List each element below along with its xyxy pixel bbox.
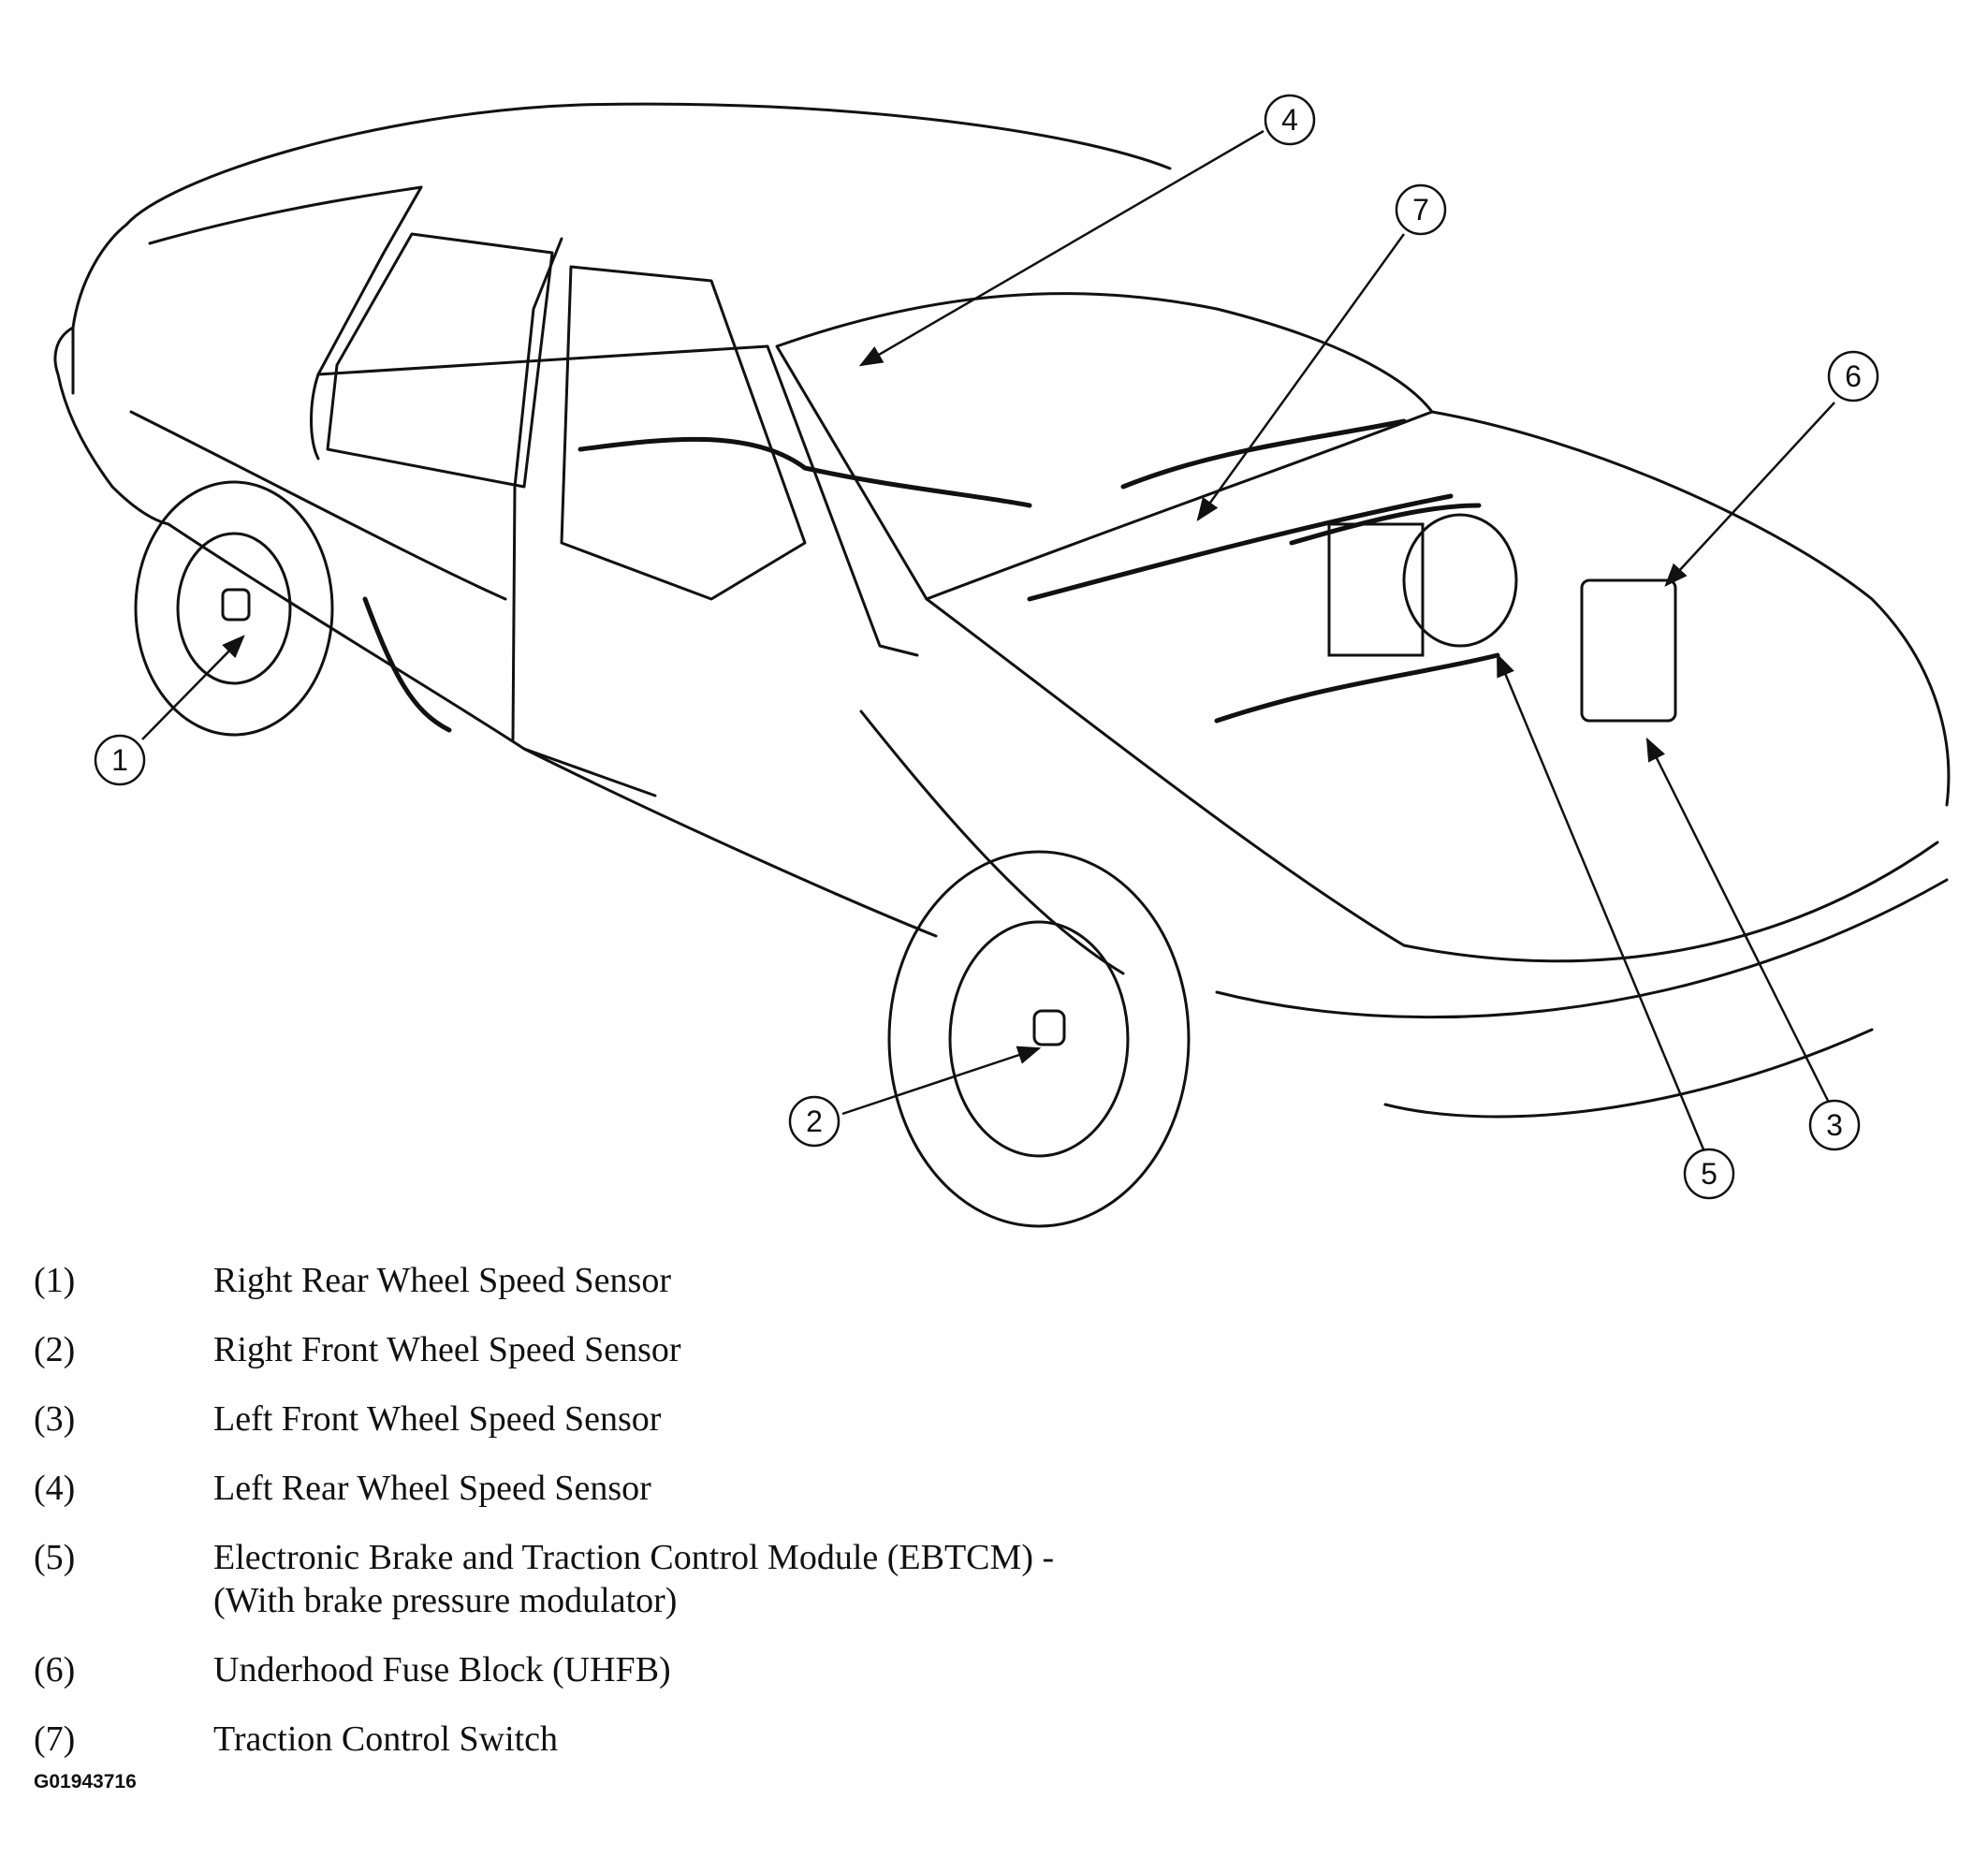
legend-line: Traction Control Switch [213, 1719, 559, 1759]
vehicle-side-window [326, 232, 554, 489]
vehicle-sill [522, 747, 938, 938]
legend-line: (With brake pressure modulator) [213, 1581, 678, 1620]
legend-text: Right Rear Wheel Speed Sensor [213, 1259, 1344, 1302]
legend-key: (2) [34, 1330, 76, 1369]
callout-1: 1 [94, 734, 146, 786]
legend-text: Traction Control Switch [213, 1718, 1344, 1761]
legend: (1) Right Rear Wheel Speed Sensor (2) Ri… [34, 1259, 1344, 1761]
callout-4: 4 [1264, 94, 1316, 146]
legend-item-3: (3) Left Front Wheel Speed Sensor [34, 1397, 1344, 1441]
sensor-marks [221, 588, 1066, 1046]
front-wheel-speed-sensor [1032, 1009, 1066, 1046]
brake-booster [1402, 513, 1518, 648]
callout-6: 6 [1827, 350, 1879, 402]
figure-id: G01943716 [34, 1771, 137, 1792]
callout-4-number: 4 [1281, 103, 1298, 137]
wiring-harness [362, 418, 1500, 733]
legend-line: Left Rear Wheel Speed Sensor [213, 1469, 651, 1508]
leader-lines [141, 129, 1835, 1150]
legend-item-6: (6) Underhood Fuse Block (UHFB) [34, 1648, 1344, 1691]
legend-line: Underhood Fuse Block (UHFB) [213, 1650, 671, 1690]
vehicle-side-body [167, 522, 657, 797]
legend-item-4: (4) Left Rear Wheel Speed Sensor [34, 1467, 1344, 1510]
callout-6-number: 6 [1845, 359, 1862, 393]
front-wheel [887, 850, 1191, 1228]
legend-text: Electronic Brake and Traction Control Mo… [213, 1536, 1344, 1622]
legend-text: Right Front Wheel Speed Sensor [213, 1328, 1344, 1371]
rear-wheel [134, 480, 334, 737]
vehicle-rear-window [71, 223, 128, 395]
callout-markers: 1 2 3 4 5 6 7 [94, 94, 1879, 1200]
vehicle-a-pillar [766, 344, 919, 657]
vehicle-roof [124, 102, 1172, 227]
callout-7-number: 7 [1412, 193, 1429, 227]
legend-item-5: (5) Electronic Brake and Traction Contro… [34, 1536, 1344, 1622]
wheels [134, 480, 1191, 1228]
vehicle-diagram: 1 2 3 4 5 6 7 [53, 94, 1951, 1228]
vehicle-windshield [775, 292, 1434, 601]
legend-key: (3) [34, 1399, 76, 1439]
legend-item-2: (2) Right Front Wheel Speed Sensor [34, 1328, 1344, 1371]
vehicle-b-pillar [310, 185, 423, 461]
legend-key: (6) [34, 1650, 76, 1690]
legend-text: Left Rear Wheel Speed Sensor [213, 1467, 1344, 1510]
legend-text: Left Front Wheel Speed Sensor [213, 1397, 1344, 1441]
legend-line: Left Front Wheel Speed Sensor [213, 1399, 662, 1439]
legend-text: Underhood Fuse Block (UHFB) [213, 1648, 1344, 1691]
callout-5-number: 5 [1701, 1157, 1718, 1191]
legend-line: Right Front Wheel Speed Sensor [213, 1330, 681, 1369]
legend-line: Electronic Brake and Traction Control Mo… [213, 1538, 1055, 1577]
callout-1-number: 1 [111, 743, 128, 777]
legend-item-7: (7) Traction Control Switch [34, 1718, 1344, 1761]
rear-wheel-speed-sensor [221, 588, 251, 622]
legend-key: (7) [34, 1719, 76, 1759]
legend-key: (4) [34, 1469, 76, 1508]
vehicle-hood [1430, 410, 1951, 807]
legend-key: (5) [34, 1538, 76, 1577]
callout-2: 2 [788, 1095, 841, 1148]
callout-2-number: 2 [806, 1105, 823, 1138]
vehicle-front-window [560, 265, 807, 601]
legend-item-1: (1) Right Rear Wheel Speed Sensor [34, 1259, 1344, 1302]
callout-5: 5 [1683, 1148, 1735, 1200]
vehicle-drawing [53, 102, 1951, 1119]
legend-key: (1) [34, 1261, 76, 1300]
callout-7: 7 [1395, 183, 1447, 236]
callout-3: 3 [1808, 1099, 1861, 1151]
callout-3-number: 3 [1826, 1108, 1843, 1142]
legend-line: Right Rear Wheel Speed Sensor [213, 1261, 671, 1300]
vehicle-front-bumper [1215, 878, 1949, 1019]
fuse-block [1580, 578, 1677, 723]
engine-components [1327, 513, 1677, 723]
